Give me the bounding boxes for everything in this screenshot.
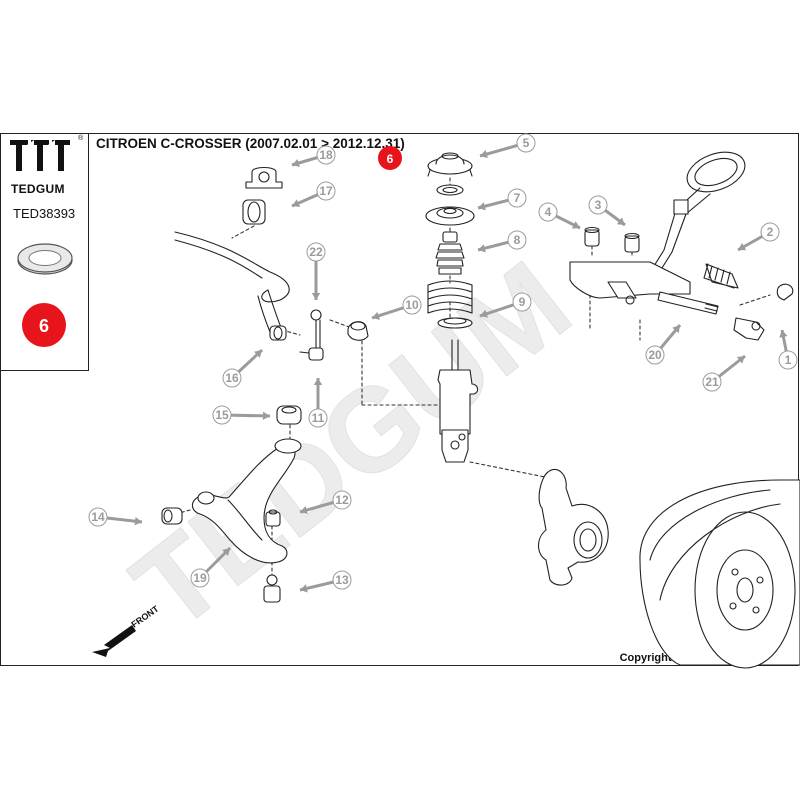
callout-21: 21 <box>702 354 746 392</box>
bar-clamp-bracket <box>245 166 283 189</box>
arm-small-bushing <box>265 509 281 527</box>
strut-bearing <box>436 184 464 196</box>
shock-absorber <box>437 339 479 463</box>
dust-cap <box>776 283 794 301</box>
callout-11: 11 <box>308 378 328 428</box>
callout-number: 3 <box>595 198 602 212</box>
part-thumbnail <box>17 243 73 275</box>
callout-2: 2 <box>737 222 780 252</box>
stabilizer-bar <box>174 231 290 333</box>
part-info-panel <box>0 133 89 371</box>
steering-wheel-column <box>643 151 746 285</box>
bump-stop-boot <box>435 231 465 275</box>
callout-4: 4 <box>538 202 581 230</box>
callout-number: 10 <box>405 298 419 312</box>
callout-17: 17 <box>291 181 336 208</box>
callout-number: 22 <box>309 245 323 259</box>
diagram-frame <box>0 133 799 666</box>
tie-rod <box>657 291 719 315</box>
callout-number: 14 <box>91 510 105 524</box>
callout-number: 18 <box>319 148 333 162</box>
strut-top-mount <box>427 152 473 177</box>
callout-number: 13 <box>335 573 349 587</box>
ball-joint <box>263 574 281 603</box>
steering-boot <box>703 263 739 289</box>
callout-19: 19 <box>190 546 232 588</box>
rack-bushing-right <box>624 232 640 253</box>
callout-number: 7 <box>514 191 521 205</box>
callout-9: 9 <box>479 292 532 318</box>
arm-front-bushing <box>161 507 183 525</box>
callout-number: 15 <box>215 408 229 422</box>
callout-number: 2 <box>767 225 774 239</box>
front-arrow-icon <box>92 625 136 657</box>
coil-spring <box>427 280 473 314</box>
callout-number: 16 <box>225 371 239 385</box>
highlight-badge-diagram: 6 <box>378 146 402 170</box>
callout-number: 19 <box>193 571 207 585</box>
highlight-badge-sidebar: 6 <box>22 303 66 347</box>
callout-number: 5 <box>523 136 530 150</box>
callout-number: 1 <box>785 353 792 367</box>
svg-text:6: 6 <box>39 316 49 336</box>
callout-5: 5 <box>479 133 536 159</box>
callout-16: 16 <box>222 348 264 388</box>
rack-bushing-left <box>584 226 600 247</box>
callout-3: 3 <box>588 195 626 227</box>
link-bushing <box>269 325 287 341</box>
registered-mark: ® <box>78 135 84 142</box>
part-number: TED38393 <box>13 206 76 221</box>
callout-number: 21 <box>705 375 719 389</box>
callout-15: 15 <box>212 405 271 425</box>
callout-number: 17 <box>319 184 333 198</box>
callout-13: 13 <box>299 570 352 593</box>
callout-12: 12 <box>299 490 352 515</box>
spring-seat <box>425 206 475 226</box>
tedgum-logo-icon <box>10 140 70 171</box>
callout-number: 9 <box>519 295 526 309</box>
svg-text:6: 6 <box>387 152 394 166</box>
callout-number: 12 <box>335 493 349 507</box>
callout-18: 18 <box>291 145 336 168</box>
steering-rack <box>569 261 691 305</box>
callout-8: 8 <box>477 230 527 253</box>
front-label: FRONT <box>129 603 161 629</box>
tie-rod-end <box>733 317 765 341</box>
lower-control-arm <box>191 438 302 564</box>
brand-name: TEDGUM <box>11 182 65 196</box>
callout-1: 1 <box>778 329 798 370</box>
callout-10: 10 <box>371 295 422 320</box>
wheel <box>639 479 800 669</box>
bar-bushing <box>242 199 266 225</box>
callout-number: 8 <box>514 233 521 247</box>
callout-number: 11 <box>312 411 325 425</box>
callout-14: 14 <box>88 507 143 527</box>
arm-rear-bushing <box>276 405 302 425</box>
callout-22: 22 <box>306 242 326 300</box>
stabilizer-link <box>299 309 324 361</box>
callout-7: 7 <box>477 188 527 211</box>
callout-number: 20 <box>648 348 662 362</box>
spring-pad <box>437 317 473 329</box>
rubber-cap <box>347 321 369 341</box>
callout-number: 4 <box>545 205 552 219</box>
steering-knuckle <box>537 468 609 586</box>
callout-20: 20 <box>645 324 682 365</box>
